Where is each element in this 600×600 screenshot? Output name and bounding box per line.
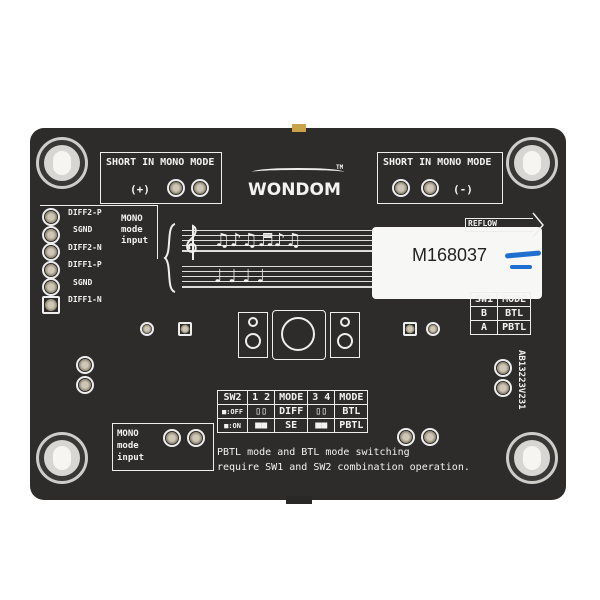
- mounting-hole: [39, 140, 85, 186]
- trademark: TM: [336, 164, 344, 171]
- via-pad: [140, 322, 154, 336]
- solder-pad: [494, 379, 512, 397]
- serial-number: M168037: [412, 245, 488, 265]
- solder-pad: [167, 179, 185, 197]
- solder-pad: [76, 356, 94, 374]
- pin-label: SGND: [73, 278, 93, 287]
- treble-clef-icon: [186, 224, 197, 260]
- mono-input-frame: [40, 205, 158, 259]
- note-line: PBTL mode and BTL mode switching: [217, 447, 410, 458]
- subwoofer-icon: [272, 310, 326, 360]
- brace-icon: [163, 223, 176, 293]
- pin-pad-square: [42, 296, 60, 314]
- solder-pad: [76, 376, 94, 394]
- solder-pad: [187, 429, 205, 447]
- via-pad: [178, 322, 192, 336]
- speaker-icon: [330, 312, 360, 358]
- music-staff-treble: [182, 230, 372, 252]
- short-mono-label: SHORT IN MONO MODE: [383, 157, 492, 168]
- brand-logo: WONDOM: [248, 180, 341, 200]
- minus-label: (-): [453, 183, 473, 196]
- serial-sticker: [372, 227, 542, 299]
- board-revision: AB13223V231: [516, 350, 526, 410]
- reflow-arrow-icon: [465, 218, 533, 232]
- gold-tab-top: [292, 124, 306, 132]
- blue-marker-mark: [510, 265, 532, 269]
- mounting-hole: [39, 435, 85, 481]
- music-staff-bass: [182, 266, 372, 288]
- pin-label: DIFF2-P: [68, 208, 102, 217]
- solder-pad: [421, 179, 439, 197]
- pin-pad: [42, 278, 60, 296]
- notes-icon: ♫♪♫♬♪♫: [214, 230, 302, 251]
- solder-pad: [191, 179, 209, 197]
- via-pad: [403, 322, 417, 336]
- wave-logo-icon: [252, 168, 344, 176]
- speaker-icon: [238, 312, 268, 358]
- short-mono-box-right: [377, 152, 503, 204]
- solder-pad: [494, 359, 512, 377]
- pin-label: DIFF1-P: [68, 260, 102, 269]
- short-mono-box-left: [100, 152, 222, 204]
- solder-pad: [392, 179, 410, 197]
- pin-pad: [42, 243, 60, 261]
- pin-pad: [42, 261, 60, 279]
- mono-input-box-bottom: [112, 423, 214, 471]
- note-line: require SW1 and SW2 combination operatio…: [217, 462, 470, 473]
- mounting-hole: [509, 140, 555, 186]
- notes-icon: ♩ ♩ ♩ ♩: [214, 266, 266, 287]
- via-pad: [426, 322, 440, 336]
- arrow-head-icon: [532, 212, 544, 238]
- short-mono-label: SHORT IN MONO MODE: [106, 157, 215, 168]
- solder-pad: [397, 428, 415, 446]
- pin-label: SGND: [73, 225, 93, 234]
- solder-pad: [421, 428, 439, 446]
- pin-label: DIFF2-N: [68, 243, 102, 252]
- connector-bottom: [286, 496, 312, 504]
- mounting-hole: [509, 435, 555, 481]
- pin-label: DIFF1-N: [68, 295, 102, 304]
- solder-pad: [163, 429, 181, 447]
- plus-label: (+): [130, 183, 150, 196]
- pin-pad: [42, 208, 60, 226]
- reflow-label: REFLOW: [468, 219, 497, 228]
